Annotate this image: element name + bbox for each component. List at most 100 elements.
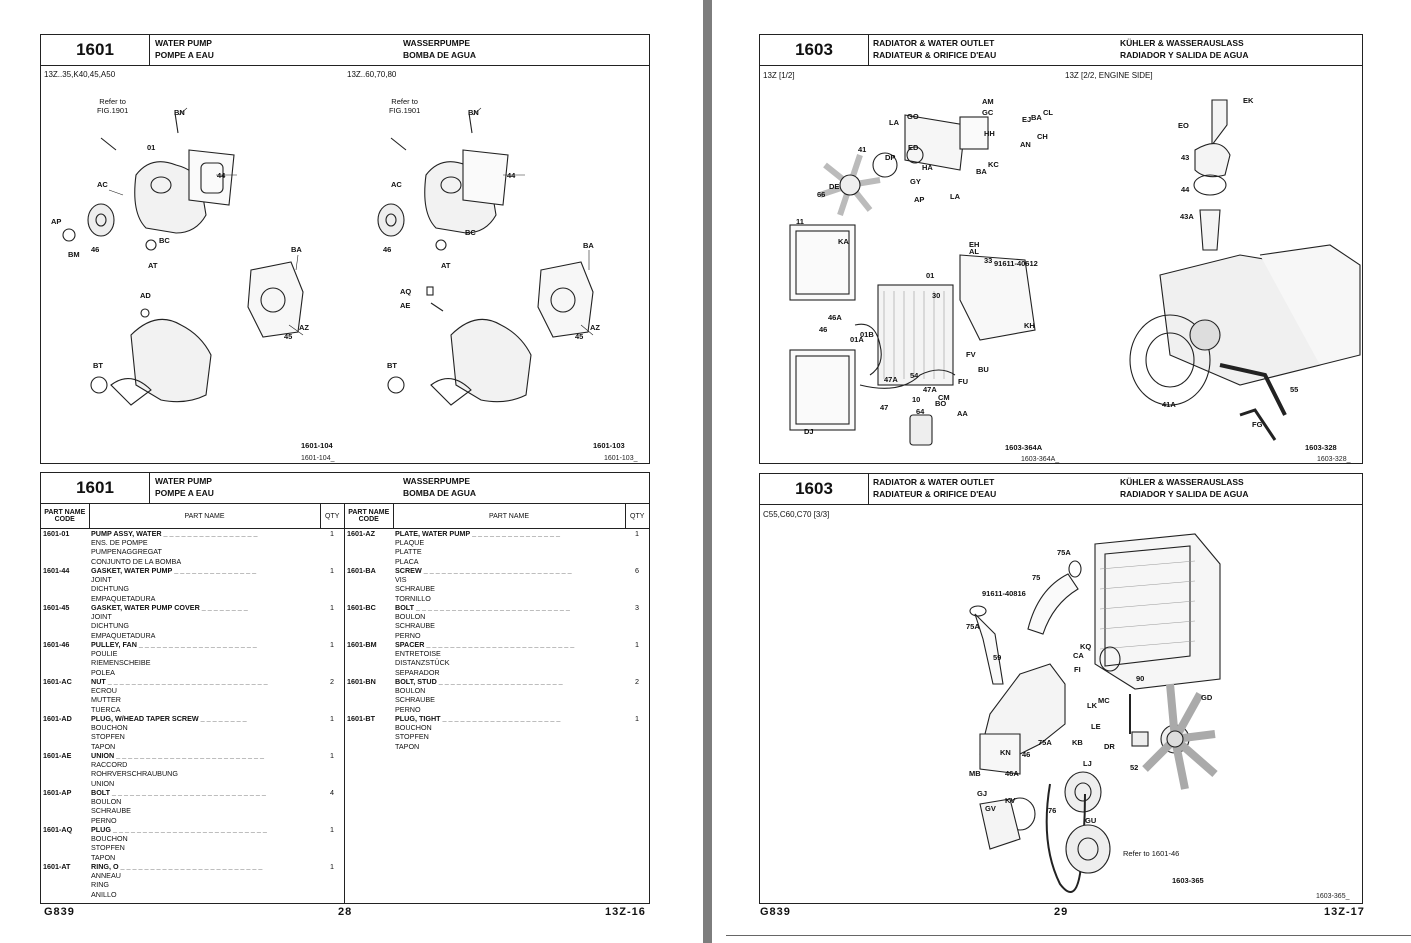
title-es: RADIADOR Y SALIDA DE AGUA <box>1120 50 1249 60</box>
callout: GO <box>907 112 919 121</box>
refer-text: Refer to <box>99 97 126 106</box>
callout: AN <box>1020 140 1031 149</box>
callout: EJ <box>1022 115 1032 124</box>
figure-number: 1603-365 <box>1172 876 1204 885</box>
part-name-translation: POLEA <box>91 667 115 677</box>
part-name-translation: TORNILLO <box>395 593 431 603</box>
diagram-panel-1603-bottom: 1603 RADIATOR & WATER OUTLET RADIATEUR &… <box>759 473 1363 904</box>
callout: DE <box>829 182 840 191</box>
callout: AL <box>969 247 979 256</box>
callout: BC <box>465 228 476 237</box>
callout: BO <box>935 399 947 408</box>
model-label: C55,C60,C70 [3/3] <box>763 510 830 519</box>
callout: BU <box>978 365 989 374</box>
callout: GD <box>1201 693 1213 702</box>
part-qty: 1 <box>330 862 334 871</box>
callout: 46 <box>1022 750 1031 759</box>
part-code: 1601-AC <box>43 677 72 686</box>
callout: HA <box>922 163 933 172</box>
part-name-translation: PERNO <box>91 815 117 825</box>
part-name: PULLEY, FAN _ _ _ _ _ _ _ _ _ _ _ _ _ _ … <box>89 640 320 677</box>
part-name-translation: VIS <box>395 575 407 585</box>
part-name-translation: SCHRAUBE <box>395 621 435 631</box>
callout: GU <box>1085 816 1097 825</box>
part-name: PLUG _ _ _ _ _ _ _ _ _ _ _ _ _ _ _ _ _ _… <box>89 825 320 862</box>
part-name-en: SPACER _ _ _ _ _ _ _ _ _ _ _ _ _ _ _ _ _… <box>395 640 575 649</box>
exploded-view-water-outlet <box>969 533 1221 893</box>
section-header: 1603 RADIATOR & WATER OUTLET RADIATEUR &… <box>760 35 1362 66</box>
part-name-translation: UNION <box>91 778 115 788</box>
callout: FI <box>1074 665 1081 674</box>
callout: KQ <box>1080 642 1092 651</box>
part-code: 1601-BM <box>347 640 377 649</box>
part-name-translation: RIEMENSCHEIBE <box>91 658 151 668</box>
part-name: UNION _ _ _ _ _ _ _ _ _ _ _ _ _ _ _ _ _ … <box>89 751 320 788</box>
left-page: 1601 WATER PUMP POMPE A EAU WASSERPUMPE … <box>0 0 703 943</box>
callout: 75A <box>1038 738 1052 747</box>
part-name-translation: STOPFEN <box>91 732 125 742</box>
title-en: RADIATOR & WATER OUTLET <box>873 477 995 487</box>
callout: BA <box>1031 113 1042 122</box>
part-name-translation: DISTANZSTÜCK <box>395 658 450 668</box>
callout: 44 <box>1181 185 1190 194</box>
part-name-translation: PLATTE <box>395 547 422 557</box>
callout: 44 <box>507 171 516 180</box>
callout: AZ <box>590 323 600 332</box>
part-name-translation: SCHRAUBE <box>91 806 131 816</box>
column-divider <box>344 503 345 903</box>
callout: BN <box>468 108 479 117</box>
title-fr: RADIATEUR & ORIFICE D'EAU <box>873 489 997 499</box>
callout: DP <box>885 153 896 162</box>
callout: 46 <box>91 245 100 254</box>
part-qty: 1 <box>635 640 639 649</box>
callout: BA <box>291 245 302 254</box>
callout: 66 <box>817 190 826 199</box>
callout: KH <box>1024 321 1035 330</box>
part-name-translation: ANNEAU <box>91 871 121 881</box>
section-number: 1603 <box>760 35 869 65</box>
part-name-translation: MUTTER <box>91 695 121 705</box>
part-name-en: PLUG, TIGHT _ _ _ _ _ _ _ _ _ _ _ _ _ _ … <box>395 714 561 723</box>
part-qty: 3 <box>635 603 639 612</box>
callout: EH <box>969 240 980 249</box>
callout: BA <box>976 167 987 176</box>
callout: AP <box>51 217 62 226</box>
part-code: 1601-AE <box>43 751 72 760</box>
callout: DJ <box>804 427 814 436</box>
part-name-translation: SEPARADOR <box>395 667 440 677</box>
callout: MB <box>969 769 981 778</box>
section-header: 1601 WATER PUMP POMPE A EAU WASSERPUMPE … <box>41 35 649 66</box>
callout: 11 <box>796 217 804 226</box>
part-name-translation: DICHTUNG <box>91 584 129 594</box>
part-code: 1601-BC <box>347 603 376 612</box>
part-name-translation: JOINT <box>91 612 112 622</box>
diagram-panel-1603-top: 1603 RADIATOR & WATER OUTLET RADIATEUR &… <box>759 34 1363 464</box>
figure-number-right: 1601-103 <box>593 441 625 450</box>
col-header-code-line1: PART NAME <box>348 509 390 516</box>
part-code: 1601-AP <box>43 788 72 797</box>
part-code: 1601-AQ <box>43 825 73 834</box>
callout: AC <box>97 180 108 189</box>
title-fr: POMPE A EAU <box>155 488 214 498</box>
callout: 43A <box>1180 212 1194 221</box>
callout: 44 <box>217 171 226 180</box>
diagram-panel-1601: 1601 WATER PUMP POMPE A EAU WASSERPUMPE … <box>40 34 650 464</box>
callout: GY <box>910 177 921 186</box>
col-header-code-line2: CODE <box>54 516 75 523</box>
callout: AT <box>441 261 451 270</box>
figure-number-left: 1601-104 <box>301 441 333 450</box>
part-name-en: GASKET, WATER PUMP COVER _ _ _ _ _ _ _ _ <box>91 603 248 612</box>
part-qty: 1 <box>330 529 334 538</box>
callout: 33 <box>984 256 993 265</box>
part-qty: 2 <box>330 677 334 686</box>
part-name-en: BOLT, STUD _ _ _ _ _ _ _ _ _ _ _ _ _ _ _… <box>395 677 563 686</box>
callout: AP <box>914 195 925 204</box>
callout: BN <box>174 108 185 117</box>
part-code: 1601-BN <box>347 677 376 686</box>
